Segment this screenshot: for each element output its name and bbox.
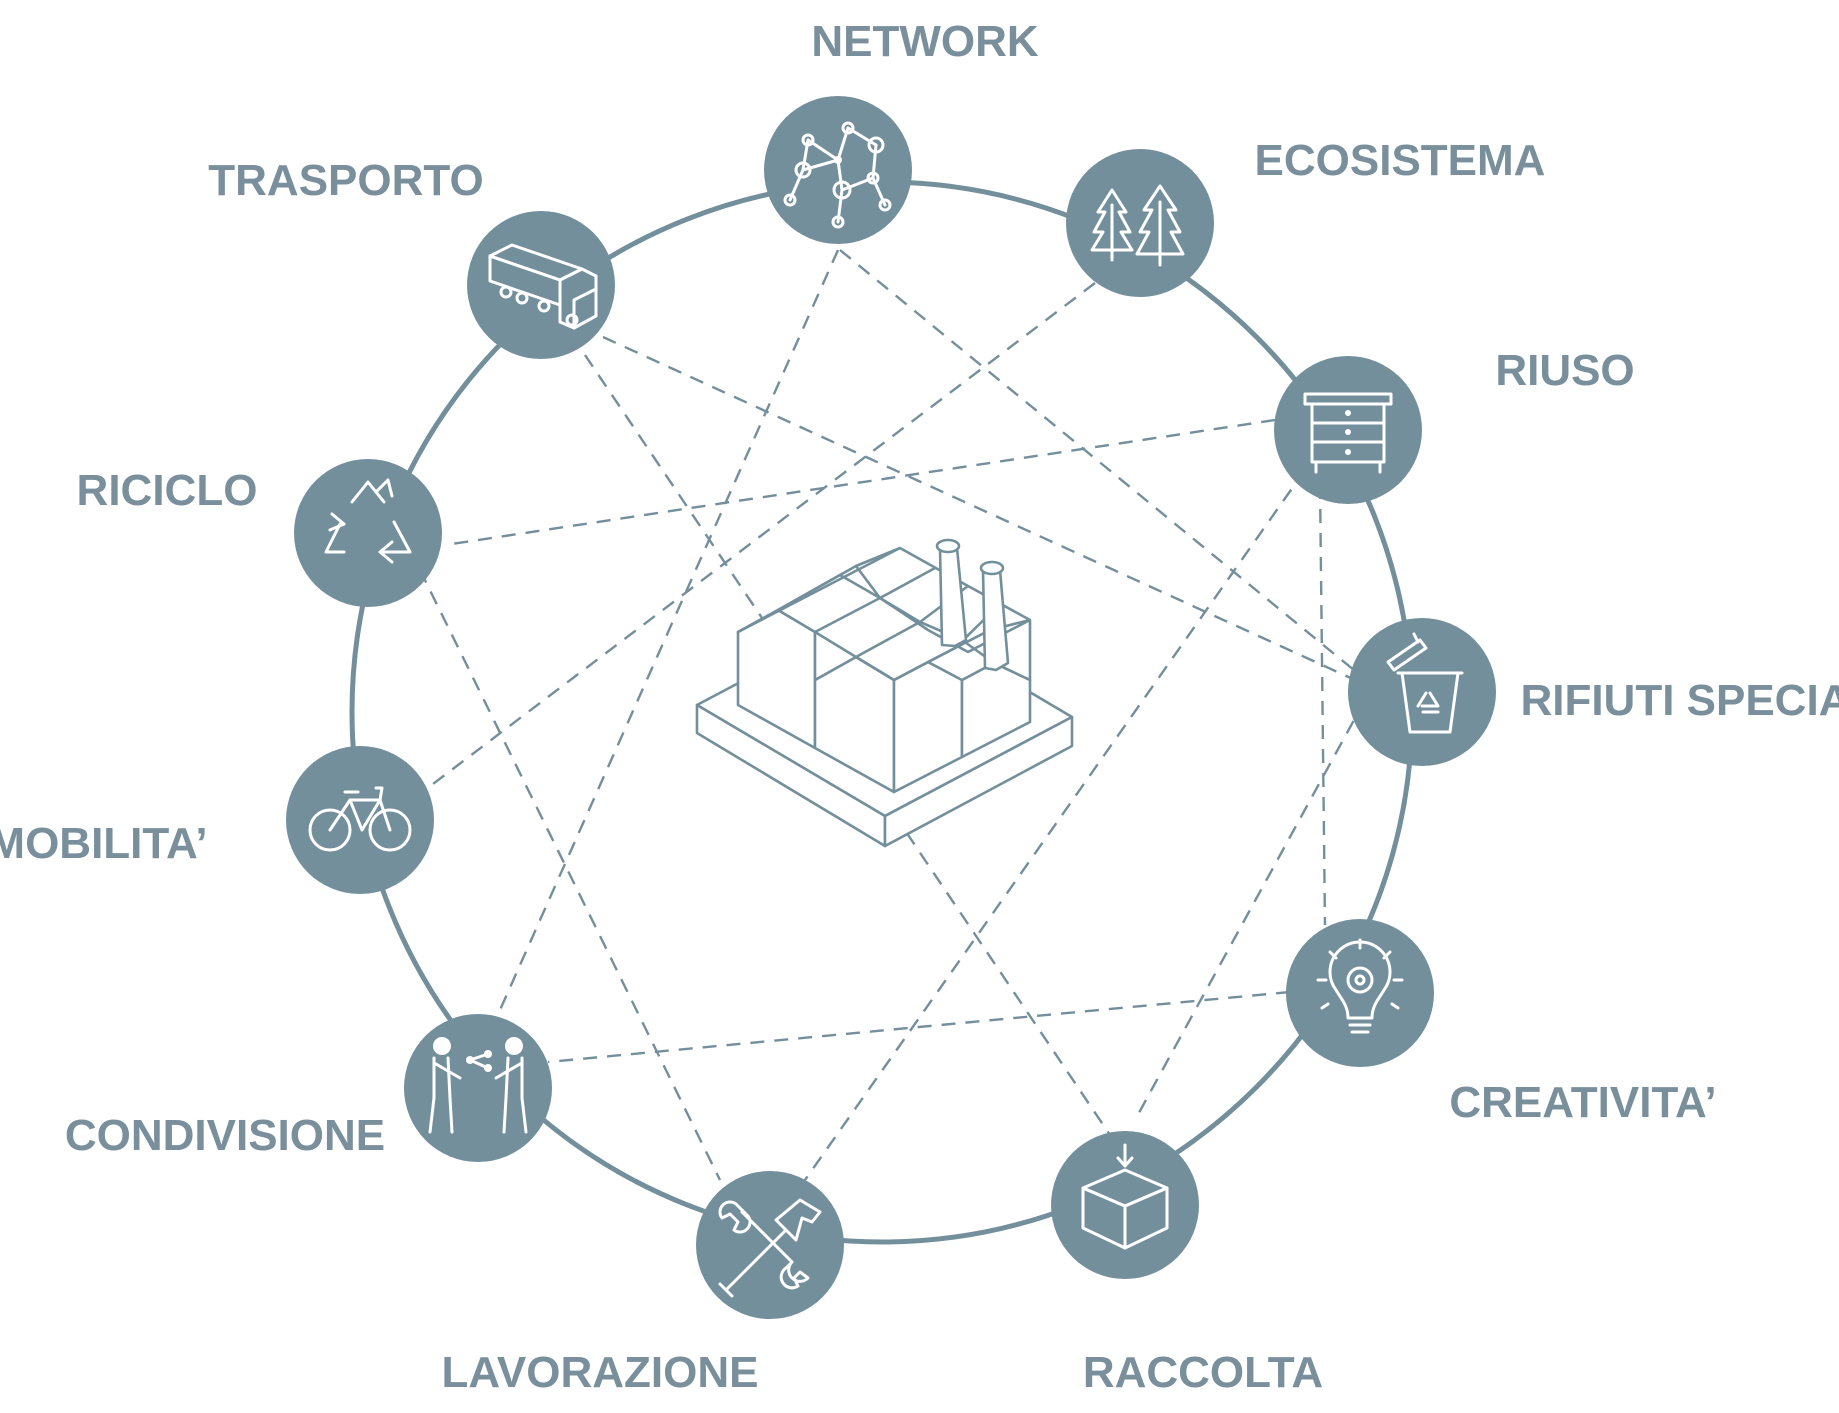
trees-icon <box>1090 184 1185 267</box>
node-trasporto <box>467 211 615 359</box>
label-riciclo: RICICLO <box>77 466 258 515</box>
box-icon <box>1081 1143 1169 1250</box>
label-condivisione: CONDIVISIONE <box>65 1111 385 1160</box>
labels: NETWORK ECOSISTEMA RIUSO RIFIUTI SPECIAL… <box>0 17 1839 1397</box>
label-lavorazione: LAVORAZIONE <box>442 1348 759 1397</box>
label-network: NETWORK <box>811 17 1039 66</box>
label-raccolta: RACCOLTA <box>1083 1348 1323 1397</box>
connection-line <box>804 469 1306 1181</box>
connections <box>418 249 1367 1181</box>
node-riuso <box>1274 356 1422 504</box>
factory-icon <box>695 538 1074 848</box>
node-lavorazione <box>696 1171 844 1319</box>
people-sharing-icon <box>428 1037 528 1134</box>
label-rifiuti-speciali: RIFIUTI SPECIALI <box>1520 676 1839 725</box>
connection-line <box>424 282 1096 791</box>
label-mobilita: MOBILITA’ <box>0 819 208 868</box>
connection-line <box>1133 699 1367 1121</box>
connection-line <box>839 249 1361 676</box>
network-icon <box>783 121 892 229</box>
node-creativita <box>1286 919 1434 1067</box>
connection-line <box>444 418 1276 547</box>
node-riciclo <box>294 459 442 607</box>
connection-line <box>1318 484 1327 926</box>
label-trasporto: TRASPORTO <box>208 156 483 205</box>
tools-icon <box>718 1198 822 1298</box>
node-condivisione <box>404 1014 552 1162</box>
connection-line <box>547 990 1291 1064</box>
connection-line <box>584 354 1111 1136</box>
dresser-icon <box>1303 392 1393 474</box>
connection-line <box>498 249 840 1011</box>
node-ecosistema <box>1066 149 1214 297</box>
node-rifiuti-speciali <box>1348 618 1496 766</box>
label-riuso: RIUSO <box>1495 346 1634 395</box>
connection-line <box>602 335 1356 682</box>
truck-icon <box>488 243 598 330</box>
node-mobilita <box>286 746 434 894</box>
recycle-bin-icon <box>1386 632 1464 734</box>
node-raccolta <box>1051 1131 1199 1279</box>
label-ecosistema: ECOSISTEMA <box>1255 136 1546 185</box>
recycle-icon <box>324 478 412 564</box>
lightbulb-gear-icon <box>1316 938 1404 1034</box>
bicycle-icon <box>308 786 412 852</box>
node-network <box>764 96 912 244</box>
label-creativita: CREATIVITA’ <box>1449 1078 1716 1127</box>
connection-line <box>418 569 722 1181</box>
